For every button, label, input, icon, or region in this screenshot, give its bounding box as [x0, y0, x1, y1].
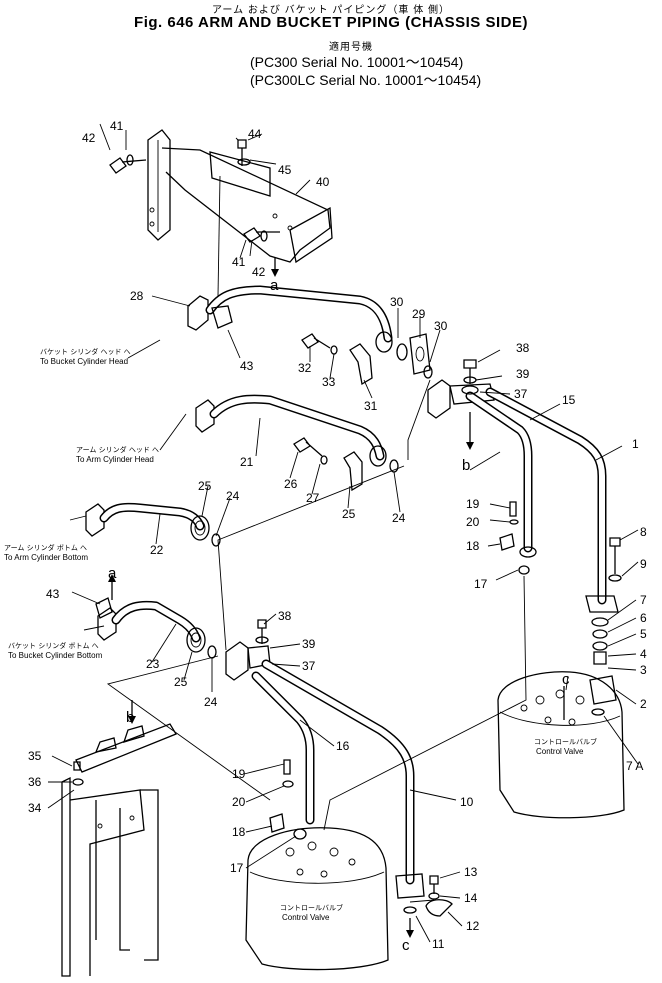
part-label-42-middle: 42: [252, 265, 266, 279]
caption-bucket-head-jp: バケット シリンダ ヘッド へ: [40, 347, 131, 356]
part-label-19-left: 19: [232, 767, 246, 781]
ref-a-top: a: [270, 277, 279, 294]
part-label-40: 40: [316, 175, 330, 189]
part-label-1: 1: [632, 437, 639, 451]
part-label-30-left: 30: [390, 295, 404, 309]
part-label-11: 11: [432, 937, 445, 951]
ref-b-right: b: [462, 457, 470, 474]
part-label-42: 42: [82, 131, 96, 145]
part-label-24-bucket-bottom: 24: [204, 695, 218, 709]
part-label-41-middle: 41: [232, 255, 246, 269]
part-label-38-middle: 38: [278, 609, 292, 623]
part-label-39-middle: 39: [302, 637, 316, 651]
ref-c-bottom: c: [402, 937, 410, 954]
part-label-43-top: 43: [240, 359, 254, 373]
part-label-32: 32: [298, 361, 312, 375]
part-label-20-left: 20: [232, 795, 246, 809]
part-label-2: 2: [640, 697, 647, 711]
part-label-41: 41: [110, 119, 124, 133]
caption-arm-head-en: To Arm Cylinder Head: [76, 455, 154, 464]
part-label-24-arm-bottom: 24: [226, 489, 240, 503]
title-japanese: アーム および バケット パイピング（車 体 側）: [212, 5, 450, 16]
caption-cv-left-jp: コントロールバルブ: [280, 903, 343, 912]
caption-bucket-head-en: To Bucket Cylinder Head: [40, 357, 128, 366]
serial-range-pc300: (PC300 Serial No. 10001～10454): [250, 54, 464, 70]
captions: バケット シリンダ ヘッド へ To Bucket Cylinder Head …: [4, 347, 597, 922]
part-label-15: 15: [562, 393, 576, 407]
part-label-8: 8: [640, 525, 647, 539]
bracket-40: [109, 129, 333, 277]
part-numbers: 42 41 44 45 40 41 42 a 28 43 30 29 30 32…: [28, 119, 647, 954]
pipe-bucket-bottom: [95, 574, 217, 659]
part-label-13: 13: [464, 865, 478, 879]
part-label-3: 3: [640, 663, 647, 677]
part-label-28: 28: [130, 289, 144, 303]
serial-range-pc300lc: (PC300LC Serial No. 10001～10454): [250, 72, 482, 88]
caption-cv-right-jp: コントロールバルブ: [534, 737, 597, 746]
part-label-35: 35: [28, 749, 42, 763]
part-label-45: 45: [278, 163, 292, 177]
part-label-36: 36: [28, 775, 42, 789]
part-label-17-right: 17: [474, 577, 488, 591]
part-label-21: 21: [240, 455, 254, 469]
part-label-7a: 7 A: [626, 759, 643, 773]
applicable-units-label: 適用号機: [329, 42, 373, 53]
part-label-7: 7: [640, 593, 647, 607]
part-label-18-right: 18: [466, 539, 480, 553]
part-label-25-bucket-bottom: 25: [174, 675, 188, 689]
part-label-39-right: 39: [516, 367, 530, 381]
pipe-arm-head: [195, 394, 399, 492]
part-label-4: 4: [640, 647, 647, 661]
control-valve-left: [245, 827, 389, 971]
part-label-37-right: 37: [514, 387, 528, 401]
part-label-5: 5: [640, 627, 647, 641]
part-label-26: 26: [284, 477, 298, 491]
part-label-30-right: 30: [434, 319, 448, 333]
part-label-38-right: 38: [516, 341, 530, 355]
part-label-25-middle: 25: [342, 507, 356, 521]
part-label-43-left: 43: [46, 587, 60, 601]
part-label-37-middle: 37: [302, 659, 316, 673]
caption-arm-head-jp: アーム シリンダ ヘッド へ: [76, 445, 159, 454]
caption-arm-bottom-jp: アーム シリンダ ボトム へ: [4, 543, 87, 552]
control-valve-right: [497, 671, 625, 819]
part-label-6: 6: [640, 611, 647, 625]
part-label-16: 16: [336, 739, 350, 753]
bracket-34: [61, 700, 177, 977]
leader-lines: [47, 123, 639, 943]
figure-title: Fig. 646 ARM AND BUCKET PIPING (CHASSIS …: [134, 14, 528, 31]
ref-c-top: c: [562, 671, 570, 688]
part-label-10: 10: [460, 795, 474, 809]
caption-arm-bottom-en: To Arm Cylinder Bottom: [4, 553, 88, 562]
part-label-20-right: 20: [466, 515, 480, 529]
caption-bucket-bottom-en: To Bucket Cylinder Bottom: [8, 651, 103, 660]
pipe-arm-bottom: [85, 502, 221, 547]
caption-bucket-bottom-jp: バケット シリンダ ボトム へ: [8, 641, 99, 650]
part-label-18-left: 18: [232, 825, 246, 839]
part-label-34: 34: [28, 801, 42, 815]
part-label-22: 22: [150, 543, 164, 557]
caption-cv-right-en: Control Valve: [536, 747, 584, 756]
part-label-24-middle: 24: [392, 511, 406, 525]
part-label-33: 33: [322, 375, 336, 389]
part-label-29: 29: [412, 307, 426, 321]
part-label-9: 9: [640, 557, 647, 571]
part-label-12: 12: [466, 919, 480, 933]
caption-cv-left-en: Control Valve: [282, 913, 330, 922]
part-label-27: 27: [306, 491, 320, 505]
pipe-bucket-head: [187, 285, 433, 386]
part-label-44: 44: [248, 127, 262, 141]
part-label-14: 14: [464, 891, 478, 905]
part-label-31: 31: [364, 399, 378, 413]
part-label-17-left: 17: [230, 861, 244, 875]
ref-b-left: b: [126, 709, 134, 726]
part-label-23: 23: [146, 657, 160, 671]
pipes-16-10: [225, 619, 453, 938]
part-label-25-arm-bottom: 25: [198, 479, 212, 493]
part-label-19-right: 19: [466, 497, 480, 511]
ref-a-left: a: [108, 565, 117, 582]
pipes-1-15: [427, 359, 622, 716]
